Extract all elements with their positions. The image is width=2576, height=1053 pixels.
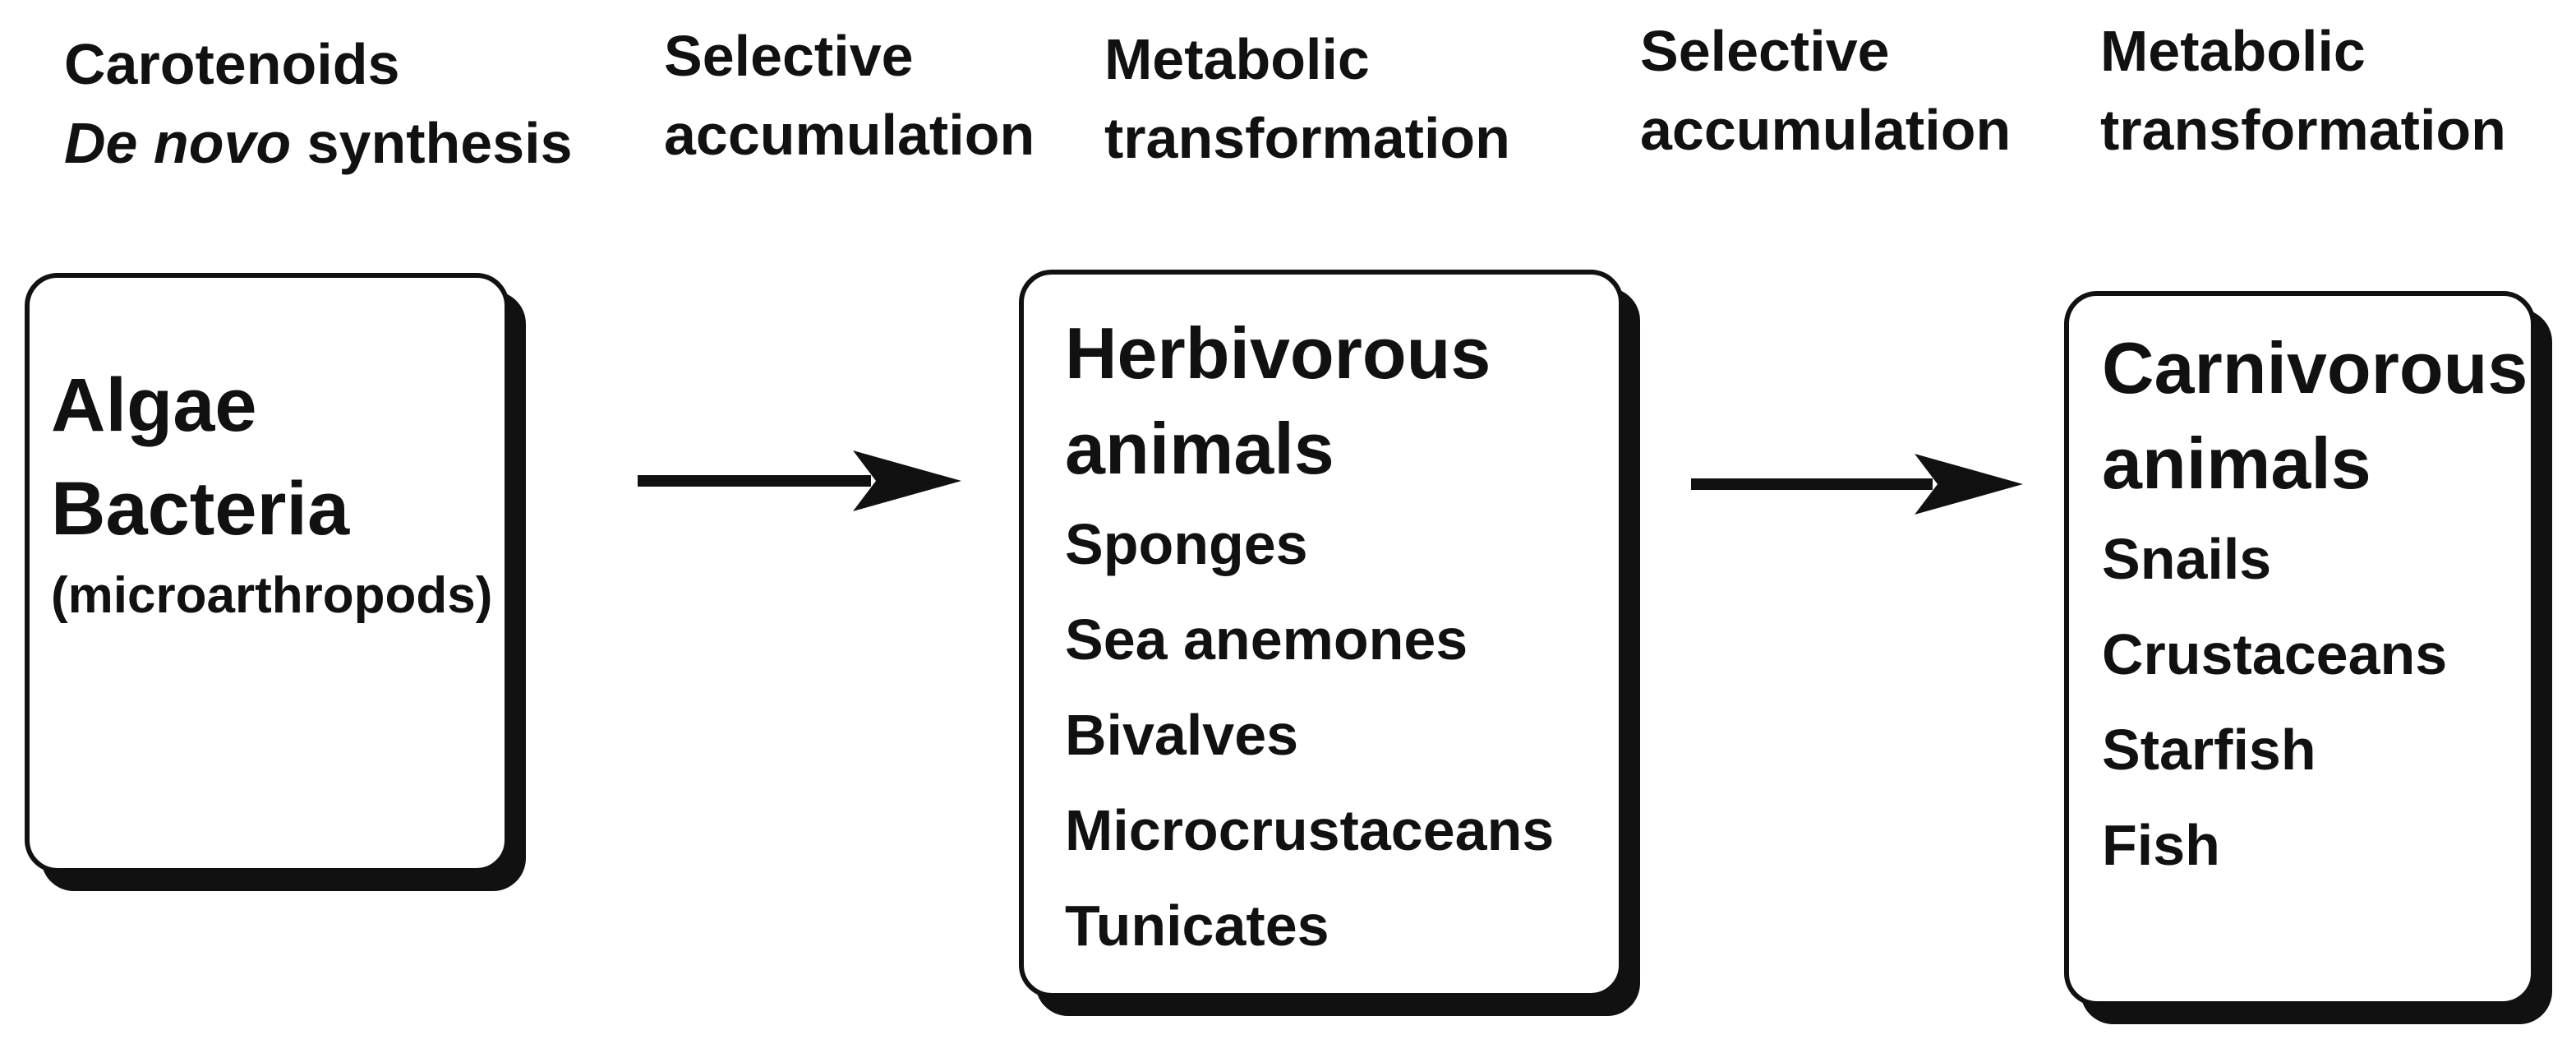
header-metabolic-2-line1: Metabolic: [2100, 19, 2366, 83]
herbivorous-title-line2: animals: [1065, 408, 1334, 489]
carnivorous-content: Carnivorous animals Snails Crustaceans S…: [2102, 321, 2528, 893]
carnivorous-item: Fish: [2102, 813, 2220, 877]
carnivorous-animals-box: Carnivorous animals Snails Crustaceans S…: [2064, 291, 2536, 1006]
header-selective-2-line2: accumulation: [1640, 98, 2011, 162]
herbivorous-item: Bivalves: [1065, 703, 1299, 767]
header-selective-1-line2: accumulation: [664, 103, 1035, 167]
header-metabolic-transformation-2: Metabolic transformation: [2100, 12, 2506, 169]
source-subtitle-microarthropods: (microarthropods): [51, 567, 493, 624]
arrow-to-carnivorous-icon: [1691, 454, 2023, 515]
herbivorous-item: Sea anemones: [1065, 607, 1468, 672]
herbivorous-item: Tunicates: [1065, 894, 1329, 958]
header-selective-accumulation-1: Selective accumulation: [664, 16, 1035, 174]
carnivorous-item: Snails: [2102, 527, 2272, 591]
header-metabolic-transformation-1: Metabolic transformation: [1104, 20, 1510, 178]
carnivorous-title-line1: Carnivorous: [2102, 327, 2528, 409]
header-carotenoids-line1: Carotenoids: [64, 32, 400, 96]
source-title-bacteria: Bacteria: [51, 467, 350, 551]
header-carotenoids: Carotenoids De novo synthesis: [64, 25, 573, 182]
header-selective-2-line1: Selective: [1640, 19, 1890, 83]
header-synthesis-text: synthesis: [291, 111, 573, 175]
herbivorous-item: Microcrustaceans: [1065, 798, 1555, 862]
header-carotenoids-line2: De novo synthesis: [64, 104, 573, 182]
carnivorous-title-line2: animals: [2102, 423, 2371, 504]
header-metabolic-1-line2: transformation: [1104, 106, 1510, 170]
header-metabolic-1-line1: Metabolic: [1104, 27, 1370, 91]
herbivorous-animals-box: Herbivorous animals Sponges Sea anemones…: [1019, 270, 1624, 998]
header-selective-1-line1: Selective: [664, 24, 914, 88]
herbivorous-content: Herbivorous animals Sponges Sea anemones…: [1065, 306, 1554, 973]
arrow-to-herbivorous-icon: [638, 450, 961, 511]
herbivorous-item: Sponges: [1065, 512, 1308, 576]
header-de-novo-italic: De novo: [64, 111, 292, 175]
source-title-algae: Algae: [51, 363, 257, 447]
header-selective-accumulation-2: Selective accumulation: [1640, 12, 2011, 169]
source-organisms-box: Algae Bacteria (microarthropods): [25, 273, 509, 873]
header-metabolic-2-line2: transformation: [2100, 98, 2506, 162]
carnivorous-item: Starfish: [2102, 718, 2316, 782]
carnivorous-item: Crustaceans: [2102, 622, 2448, 686]
herbivorous-title-line1: Herbivorous: [1065, 312, 1491, 394]
source-organisms-content: Algae Bacteria (microarthropods): [51, 353, 492, 631]
